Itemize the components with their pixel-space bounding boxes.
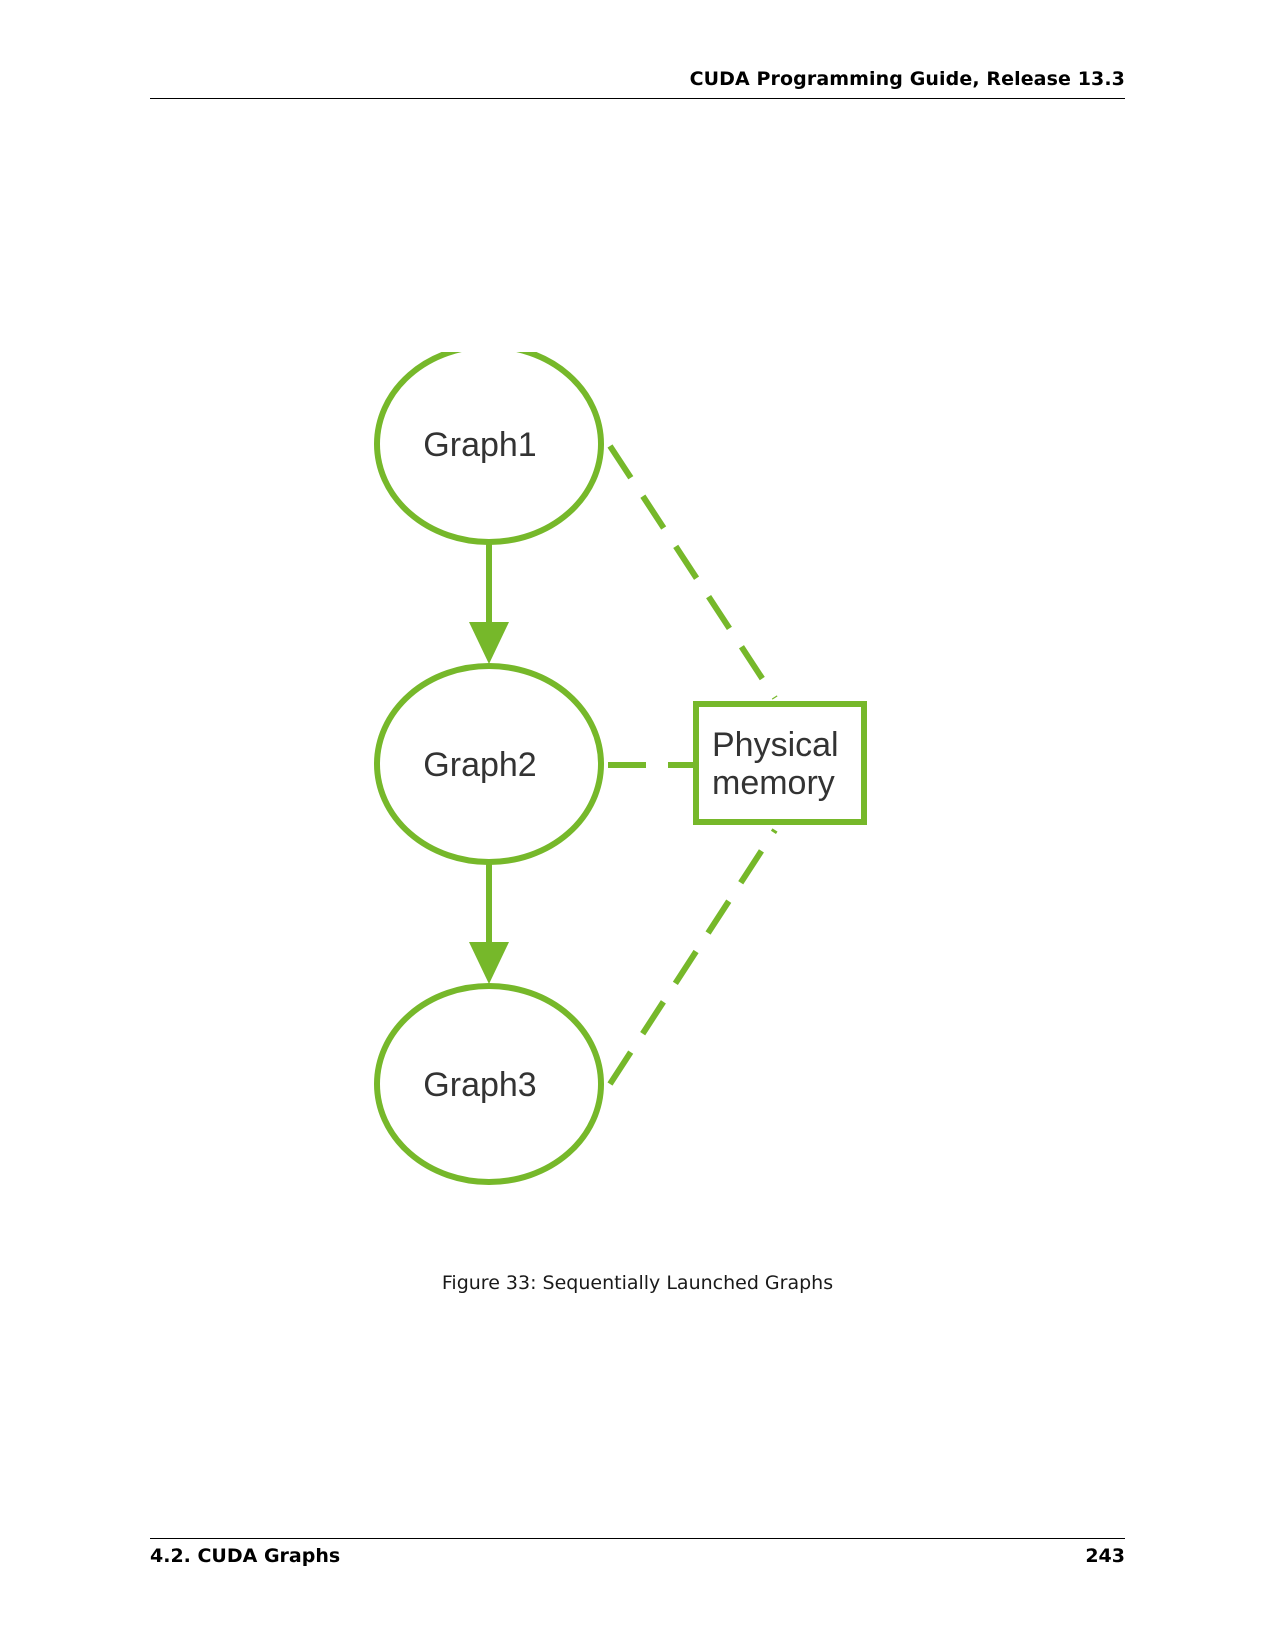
physical-memory-box bbox=[693, 701, 867, 825]
edge-graph1-memory bbox=[607, 444, 778, 700]
figure-caption: Figure 33: Sequentially Launched Graphs bbox=[441, 1272, 834, 1294]
graph3-label: Graph3 bbox=[423, 1066, 536, 1104]
graph2-label: Graph2 bbox=[423, 746, 536, 784]
footer-section-title: 4.2. CUDA Graphs bbox=[150, 1545, 341, 1567]
physical-memory-label-line1: Physical bbox=[712, 726, 839, 764]
page-number: 243 bbox=[1085, 1545, 1125, 1567]
arrowhead-graph3 bbox=[469, 942, 509, 984]
graph1-label: Graph1 bbox=[423, 426, 536, 464]
graph3-node bbox=[374, 983, 604, 1185]
edge-graph3-memory bbox=[607, 828, 778, 1086]
footer-rule bbox=[150, 1538, 1125, 1539]
header-rule bbox=[150, 98, 1125, 99]
sequential-graphs-diagram: Graph1 Graph2 Graph3 Physical memory bbox=[370, 352, 920, 1252]
page-header-title: CUDA Programming Guide, Release 13.3 bbox=[689, 68, 1125, 90]
graph1-node bbox=[374, 352, 604, 545]
graph2-node bbox=[374, 663, 604, 865]
physical-memory-label-line2: memory bbox=[712, 764, 835, 802]
arrowhead-graph2 bbox=[469, 622, 509, 664]
